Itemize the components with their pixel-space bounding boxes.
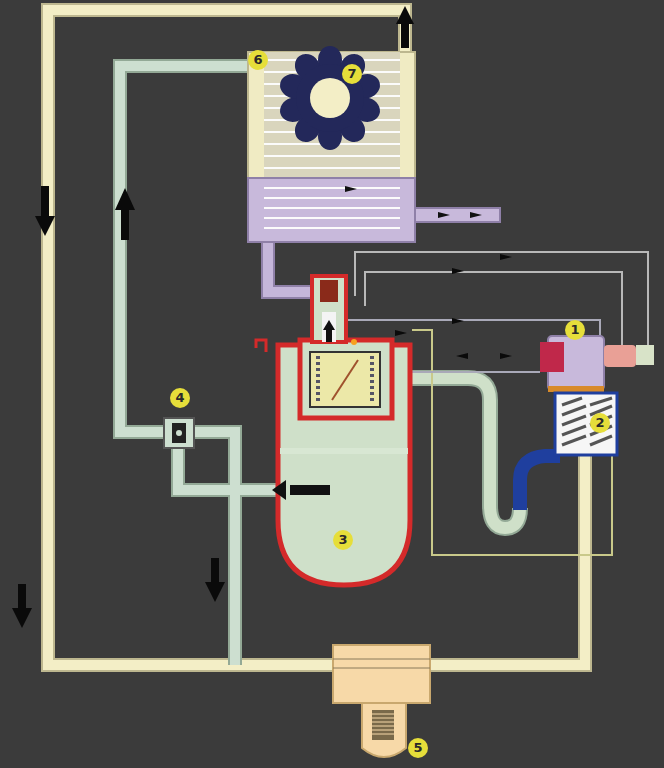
callout-number: 1: [565, 320, 585, 340]
compressor-airend: [540, 336, 654, 455]
callout-number: 4: [170, 388, 190, 408]
fan: [277, 46, 383, 150]
oil-filter: [333, 645, 430, 757]
callout-number: 3: [333, 530, 353, 550]
thermostatic-valve: [164, 418, 194, 448]
air-pipe: [48, 10, 585, 665]
oil-hose: [520, 456, 560, 510]
separator-tank: [256, 276, 410, 585]
air-pipe: [48, 10, 585, 665]
callout-number: 5: [408, 738, 428, 758]
callout-number: 6: [248, 50, 268, 70]
callout-number: 7: [342, 64, 362, 84]
flow-arrows: [12, 6, 512, 628]
oil-pipe: [408, 378, 520, 528]
callout-number: 2: [590, 413, 610, 433]
oil-pipe: [408, 378, 520, 528]
cooler: [248, 52, 500, 242]
